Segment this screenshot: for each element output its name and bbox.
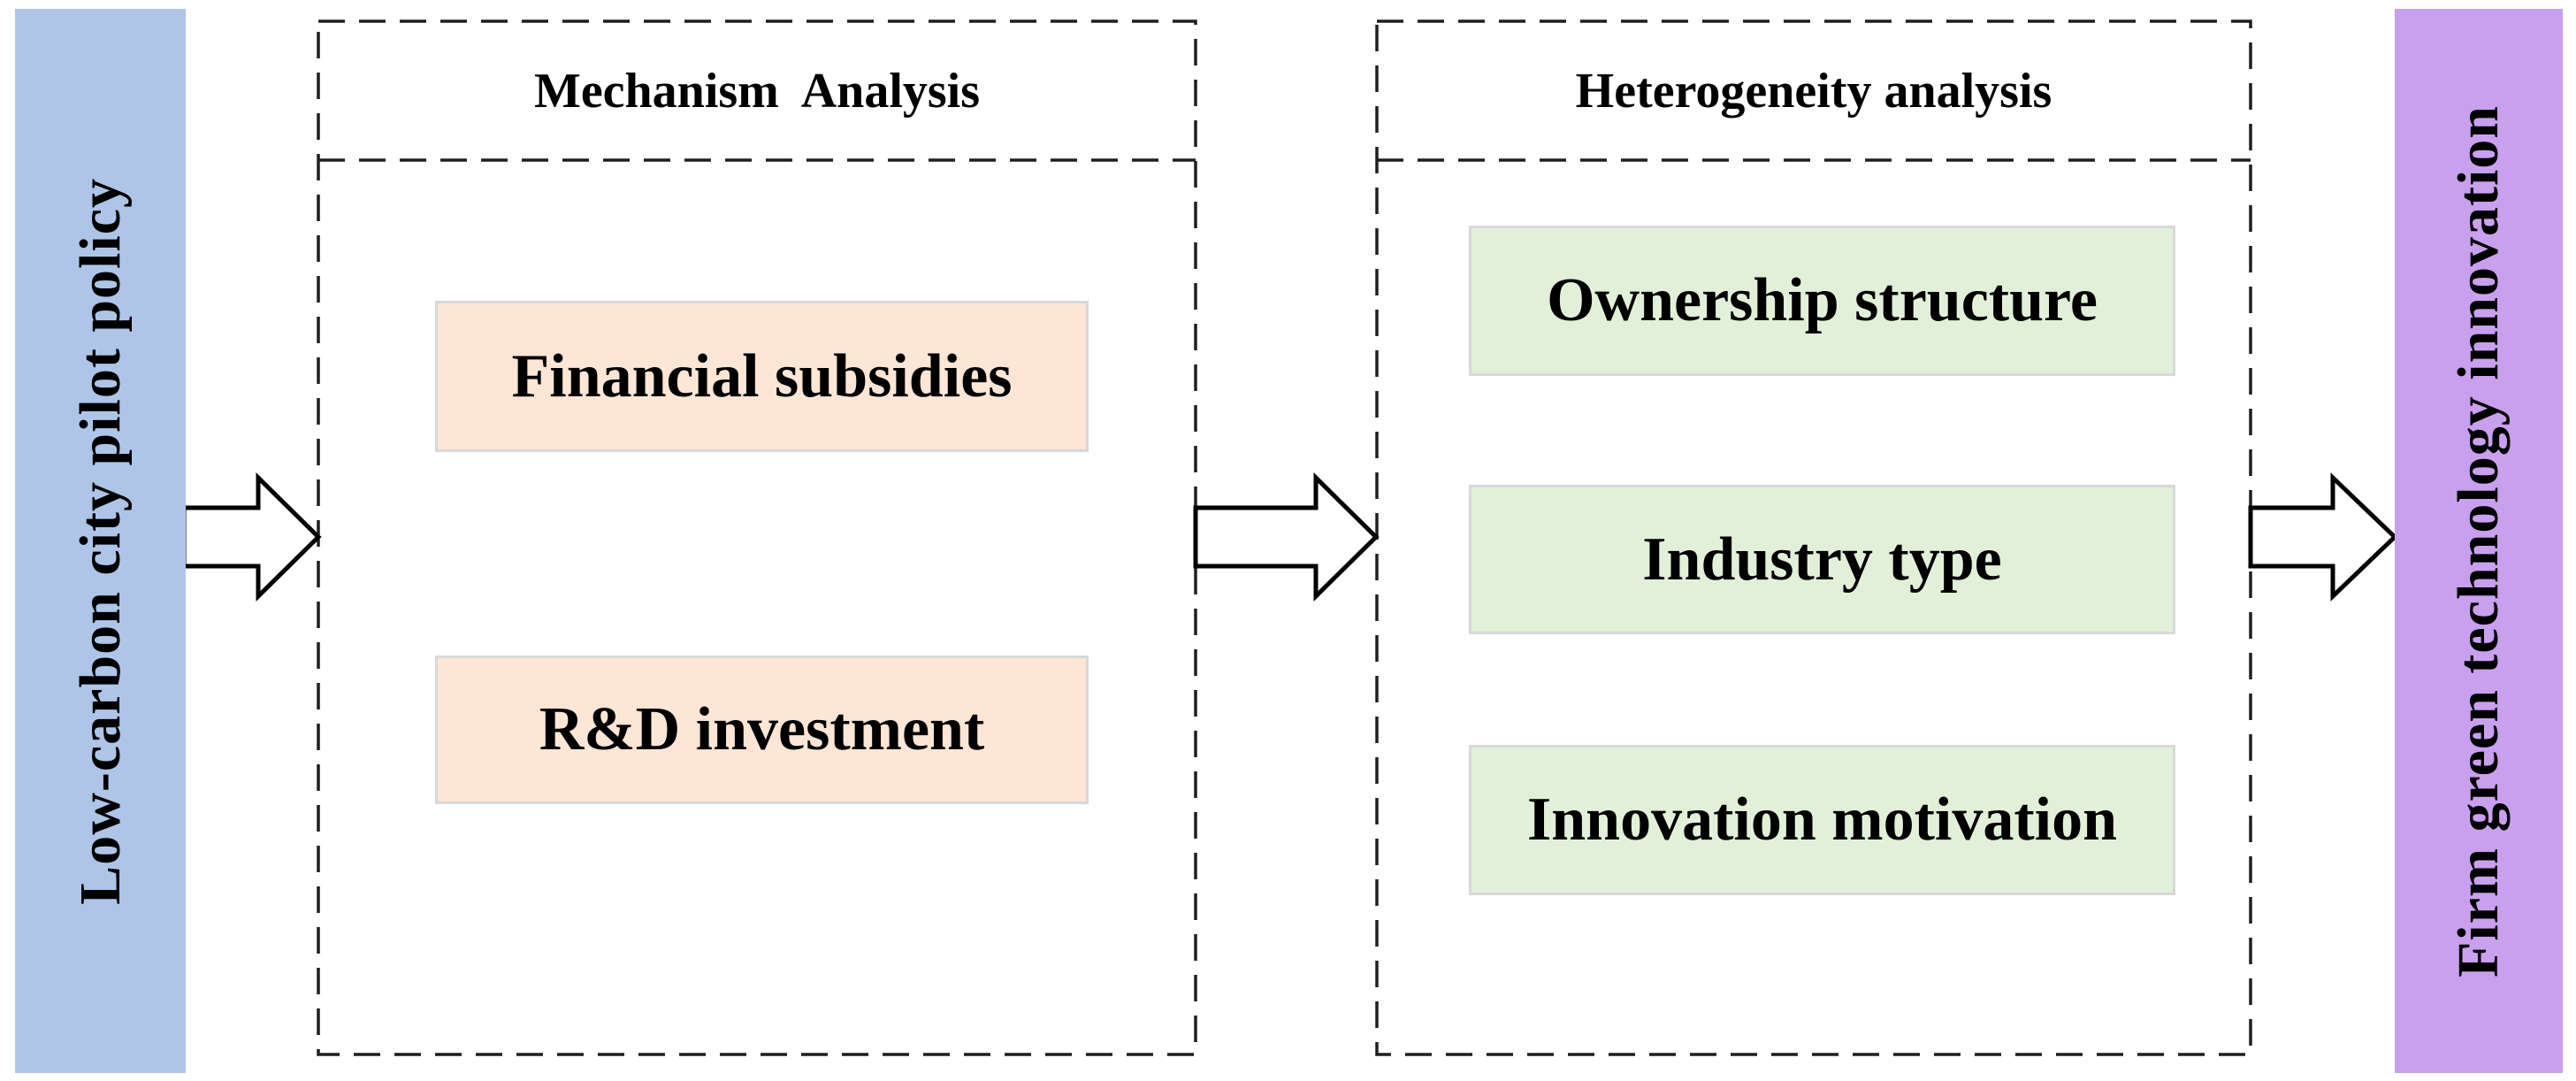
flow-arrow-mechanism-to-heterogeneity-icon [1193,472,1380,602]
ownership-structure-label: Ownership structure [1547,266,2098,334]
innovation-bar: Firm green technology innovation [2395,9,2563,1073]
financial-subsidies-box: Financial subsidies [435,301,1089,452]
rd-investment-label: R&D investment [539,695,985,763]
flow-arrow-policy-to-mechanism-icon [181,472,322,602]
innovation-motivation-label: Innovation motivation [1526,786,2118,854]
rd-investment-box: R&D investment [435,656,1089,804]
policy-bar: Low-carbon city pilot policy [15,9,186,1073]
industry-type-label: Industry type [1642,525,2002,594]
industry-type-box: Industry type [1469,485,2175,634]
ownership-structure-box: Ownership structure [1469,226,2175,376]
financial-subsidies-label: Financial subsidies [511,341,1013,410]
heterogeneity-panel-title: Heterogeneity analysis [1575,63,2052,119]
mechanism-panel-border [317,19,1197,1056]
policy-bar-label: Low-carbon city pilot policy [67,177,133,905]
innovation-motivation-box: Innovation motivation [1469,745,2175,895]
mechanism-panel-title: Mechanism Analysis [533,63,981,119]
flow-arrow-heterogeneity-to-innovation-icon [2248,472,2398,602]
innovation-bar-label: Firm green technology innovation [2446,104,2511,978]
